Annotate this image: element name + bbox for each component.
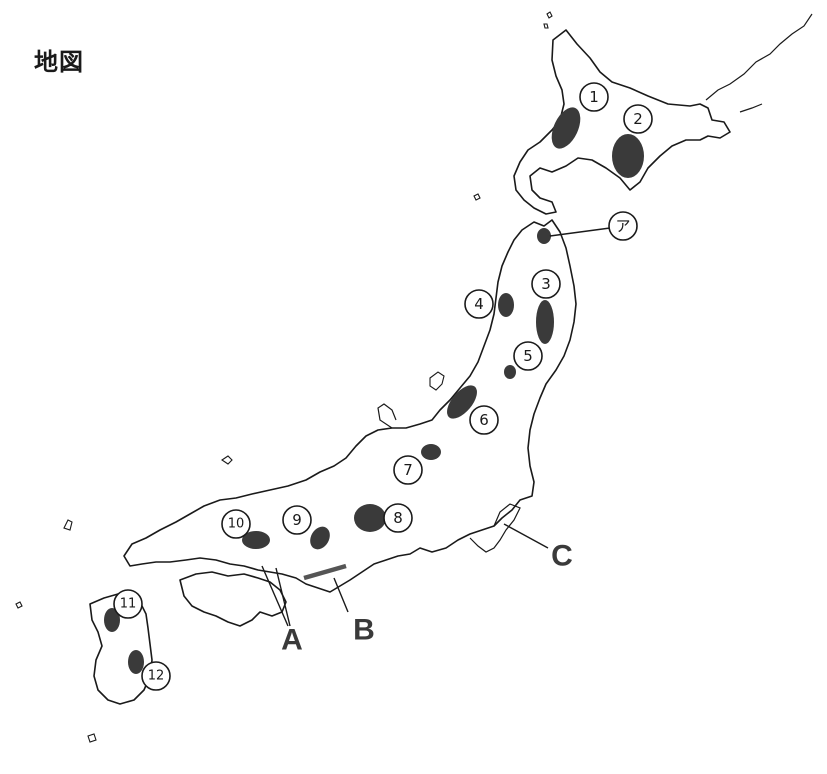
marker-10-label: 10 <box>228 517 245 532</box>
marker-10: 10 <box>221 509 251 539</box>
plain-2 <box>612 134 644 178</box>
islet <box>221 455 233 465</box>
marker-9: 9 <box>282 505 312 535</box>
marker-3: 3 <box>531 269 561 299</box>
noto-peninsula <box>377 403 397 429</box>
label-A: A <box>281 624 303 657</box>
plain-6 <box>447 385 477 419</box>
segment-B <box>303 563 347 581</box>
plain-8 <box>354 504 386 532</box>
label-B: B <box>353 614 375 647</box>
marker-4: 4 <box>464 289 494 319</box>
marker-7: 7 <box>393 455 423 485</box>
marker-8: 8 <box>383 503 413 533</box>
leader-C <box>503 523 549 549</box>
marker-2-label: 2 <box>633 110 643 128</box>
leader-A2 <box>275 567 291 627</box>
marker-9-label: 9 <box>292 511 302 529</box>
marker-12: 12 <box>141 661 171 691</box>
plain-5 <box>504 365 516 379</box>
islet <box>87 733 97 743</box>
islet <box>546 11 553 19</box>
leader-B <box>333 577 349 613</box>
marker-6-label: 6 <box>479 411 489 429</box>
sado-island <box>429 371 445 391</box>
plain-4 <box>498 293 514 317</box>
plain-7 <box>421 444 441 460</box>
marker-1: 1 <box>579 82 609 112</box>
leader-a <box>549 227 611 237</box>
marker-4-label: 4 <box>474 295 484 313</box>
marker-3-label: 3 <box>541 275 551 293</box>
marker-11-label: 11 <box>120 597 137 612</box>
leader-A <box>261 565 289 627</box>
marker-7-label: 7 <box>403 461 413 479</box>
marker-a-label: ア <box>615 217 630 235</box>
marker-5-label: 5 <box>523 347 533 365</box>
shikoku-outline <box>179 571 287 627</box>
plain-a <box>537 228 551 244</box>
islet <box>543 23 549 29</box>
islet <box>63 519 73 531</box>
label-C: C <box>551 540 573 573</box>
plain-9 <box>310 526 330 550</box>
islet <box>473 193 481 201</box>
marker-12-label: 12 <box>148 669 165 684</box>
boso-peninsula <box>469 503 521 553</box>
marker-2: 2 <box>623 104 653 134</box>
plain-3 <box>536 300 554 344</box>
map-title: 地図 <box>34 48 84 76</box>
marker-6: 6 <box>469 405 499 435</box>
marker-5: 5 <box>513 341 543 371</box>
hokkaido-outline <box>513 29 731 215</box>
plain-11 <box>104 608 120 632</box>
kuril-chain <box>705 13 813 101</box>
kuril-chain-2 <box>739 103 763 113</box>
plain-10 <box>242 531 270 549</box>
marker-11: 11 <box>113 589 143 619</box>
plain-12 <box>128 650 144 674</box>
plain-1 <box>551 107 581 149</box>
honshu-outline <box>123 219 577 593</box>
marker-a: ア <box>608 211 638 241</box>
islet <box>15 601 23 609</box>
marker-1-label: 1 <box>589 88 599 106</box>
marker-8-label: 8 <box>393 509 403 527</box>
